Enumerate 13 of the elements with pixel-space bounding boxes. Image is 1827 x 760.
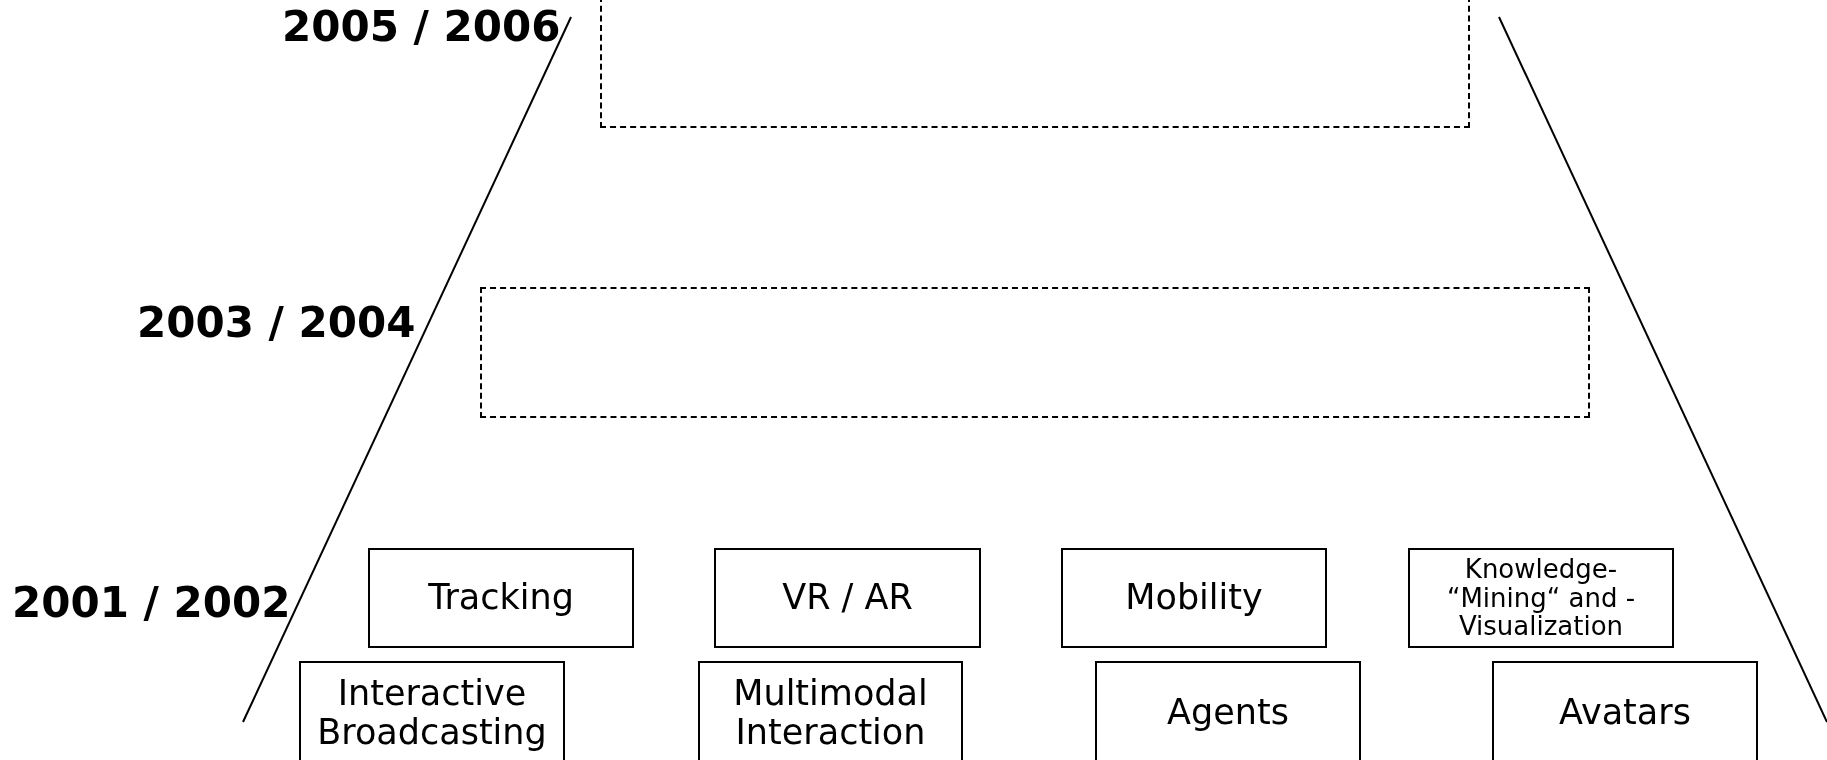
topic-box: Avatars: [1492, 661, 1758, 760]
topic-box: Multimodal Interaction: [698, 661, 963, 760]
dashed-frame: [480, 287, 1590, 418]
year-label: 2003 / 2004: [137, 298, 416, 347]
topic-box: Interactive Broadcasting: [299, 661, 565, 760]
topic-box: Tracking: [368, 548, 634, 648]
topic-box: VR / AR: [714, 548, 981, 648]
topic-box: Knowledge- “Mining“ and - Visualization: [1408, 548, 1674, 648]
topic-box: Agents: [1095, 661, 1361, 760]
dashed-frame: [600, 0, 1470, 128]
year-label: 2005 / 2006: [282, 2, 561, 51]
topic-box: Mobility: [1061, 548, 1327, 648]
year-label: 2001 / 2002: [12, 578, 291, 627]
